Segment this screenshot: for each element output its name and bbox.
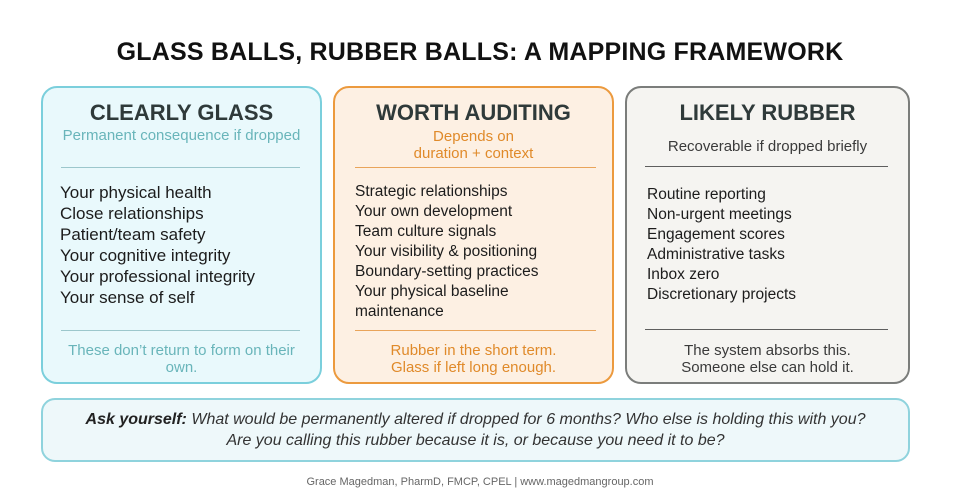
audit-subtitle: Depends on duration + context: [347, 128, 600, 162]
list-item: Your professional integrity: [60, 267, 255, 286]
glass-footer: These don’t return to form on their own.: [68, 342, 295, 376]
list-item: Inbox zero: [647, 266, 720, 283]
list-item: Non-urgent meetings: [647, 206, 792, 223]
list-item: Your physical baseline: [355, 283, 509, 300]
ask-yourself-text: What would be permanently altered if dro…: [186, 411, 866, 449]
glass-column: CLEARLY GLASS Permanent consequence if d…: [41, 86, 322, 384]
list-item: Your own development: [355, 203, 513, 220]
audit-footer-line: Glass if left long enough.: [390, 359, 557, 376]
list-item: Routine reporting: [647, 186, 766, 203]
audit-list: Strategic relationships Your own develop…: [355, 182, 539, 322]
author-credit: Grace Magedman, PharmD, FMCP, CPEL | www…: [306, 476, 654, 488]
rubber-footer-line: Someone else can hold it.: [681, 359, 854, 376]
list-item: Patient/team safety: [60, 225, 206, 244]
list-item: Your cognitive integrity: [60, 246, 231, 265]
audit-subtitle-line: Depends on: [433, 128, 514, 145]
ask-yourself-label: Ask yourself:: [85, 411, 187, 428]
list-item: maintenance: [355, 303, 444, 320]
rubber-list: Routine reporting Non-urgent meetings En…: [647, 185, 796, 305]
audit-footer: Rubber in the short term. Glass if left …: [345, 342, 602, 376]
page-title: GLASS BALLS, RUBBER BALLS: A MAPPING FRA…: [116, 38, 844, 66]
list-item: Your physical health: [60, 183, 212, 202]
rubber-footer: The system absorbs this. Someone else ca…: [637, 342, 898, 376]
list-item: Boundary-setting practices: [355, 263, 539, 280]
rubber-subtitle: Recoverable if dropped briefly: [667, 138, 868, 155]
glass-list: Your physical health Close relationships…: [60, 182, 255, 308]
glass-subtitle: Permanent consequence if dropped: [62, 127, 301, 144]
audit-heading: WORTH AUDITING: [376, 100, 571, 125]
glass-heading: CLEARLY GLASS: [89, 100, 274, 125]
glass-divider-bottom: [61, 330, 300, 331]
rubber-divider-bottom: [645, 329, 888, 330]
rubber-heading: LIKELY RUBBER: [679, 100, 856, 125]
list-item: Close relationships: [60, 204, 204, 223]
list-item: Engagement scores: [647, 226, 785, 243]
audit-divider-bottom: [355, 330, 596, 331]
audit-subtitle-line: duration + context: [413, 145, 534, 162]
audit-divider-top: [355, 167, 596, 168]
glass-divider-top: [61, 167, 300, 168]
list-item: Strategic relationships: [355, 183, 508, 200]
list-item: Your visibility & positioning: [355, 243, 538, 260]
audit-column: WORTH AUDITING Depends on duration + con…: [333, 86, 614, 384]
list-item: Administrative tasks: [647, 246, 785, 263]
audit-footer-line: Rubber in the short term.: [390, 342, 557, 359]
rubber-divider-top: [645, 166, 888, 167]
list-item: Team culture signals: [355, 223, 497, 240]
rubber-column: LIKELY RUBBER Recoverable if dropped bri…: [625, 86, 910, 384]
ask-yourself-box: Ask yourself: What would be permanently …: [41, 398, 910, 462]
list-item: Discretionary projects: [647, 286, 797, 303]
rubber-footer-line: The system absorbs this.: [684, 342, 851, 359]
list-item: Your sense of self: [60, 288, 195, 307]
